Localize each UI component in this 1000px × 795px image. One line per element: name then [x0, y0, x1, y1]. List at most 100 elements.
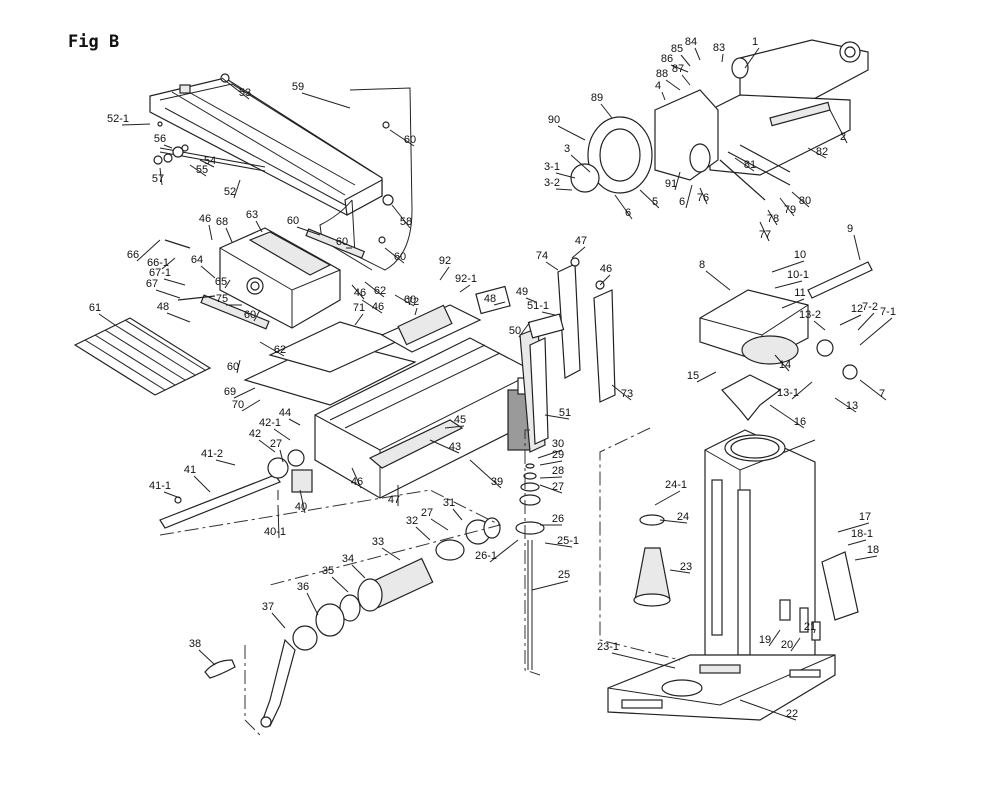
part-callout-label: 72: [407, 296, 419, 308]
leader-line: [381, 547, 401, 561]
part-callout-label: 52: [224, 186, 236, 198]
table-assembly-drawing: [149, 73, 394, 216]
leader-line: [161, 257, 176, 270]
part-callout-label: 91: [665, 178, 677, 190]
leader-line: [611, 652, 676, 669]
leader-line: [791, 381, 813, 400]
part-callout-label: 66: [127, 249, 139, 261]
leader-line: [384, 247, 405, 264]
part-callout-label: 48: [484, 293, 496, 305]
part-callout-label: 62: [274, 344, 286, 356]
leader-line: [570, 154, 591, 173]
elevating-screw-drawing: [515, 463, 545, 670]
leader-line: [769, 404, 805, 429]
leader-line: [189, 164, 207, 177]
leader-line: [857, 312, 875, 331]
part-callout-label: 54: [204, 155, 216, 167]
part-callout-label: 18-1: [851, 528, 873, 540]
assembly-centerlines: [159, 427, 681, 736]
part-callout-label: 60: [244, 309, 256, 321]
part-callout-label: 80: [799, 195, 811, 207]
part-callout-label: 27: [270, 438, 282, 450]
leader-line: [166, 312, 191, 323]
leader-line: [288, 418, 301, 426]
part-callout-label: 33: [372, 536, 384, 548]
leader-line: [781, 298, 805, 309]
leader-line: [296, 226, 321, 236]
leader-line: [258, 439, 276, 453]
part-callout-label: 40-1: [264, 526, 286, 538]
leader-line: [614, 194, 633, 220]
leader-line: [771, 260, 805, 273]
part-callout-label: 37: [262, 601, 274, 613]
part-callout-label: 88: [656, 68, 668, 80]
leader-line: [255, 220, 263, 233]
part-callout-label: 56: [154, 133, 166, 145]
leader-line: [253, 309, 261, 322]
gib-strips-drawing: [475, 257, 616, 453]
leader-line: [277, 504, 280, 539]
leader-line: [696, 371, 717, 383]
leader-line: [571, 246, 586, 259]
part-callout-label: 69: [224, 386, 236, 398]
part-callout-label: 7-2: [862, 301, 878, 313]
leader-line: [391, 204, 411, 229]
part-callout-label: 48: [157, 301, 169, 313]
part-callout-label: 6: [679, 196, 685, 208]
part-callout-label: 42: [249, 428, 261, 440]
leader-line: [791, 191, 810, 208]
leader-line: [829, 109, 848, 144]
leader-lines: [98, 47, 893, 721]
leader-line: [790, 637, 801, 652]
part-callout-label: 28: [552, 465, 564, 477]
part-callout-label: 13-2: [799, 309, 821, 321]
part-callout-label: 3-2: [544, 177, 560, 189]
part-callout-label: 52-1: [107, 113, 129, 125]
part-callout-label: 41: [184, 464, 196, 476]
part-callout-label: 46: [351, 476, 363, 488]
part-callout-label: 38: [189, 638, 201, 650]
part-callout-label: 25-1: [557, 535, 579, 547]
leader-line: [670, 64, 689, 73]
part-callout-label: 47: [575, 235, 587, 247]
leader-line: [193, 475, 211, 493]
leader-line: [279, 449, 284, 463]
part-callout-label: 16: [794, 416, 806, 428]
part-callout-label: 7: [879, 388, 885, 400]
leader-line: [241, 399, 261, 412]
guard-panel-drawing: [319, 87, 413, 271]
part-callout-label: 3-1: [544, 161, 560, 173]
leader-line: [768, 629, 781, 647]
part-callout-label: 8: [699, 259, 705, 271]
part-callout-label: 13: [846, 400, 858, 412]
leader-line: [669, 569, 691, 574]
part-callout-label: 11: [794, 287, 805, 299]
part-callout-label: 2: [840, 131, 846, 143]
leader-line: [854, 555, 878, 561]
part-callout-label: 45: [454, 414, 466, 426]
part-callout-label: 84: [685, 36, 697, 48]
leader-line: [859, 317, 893, 346]
part-callout-label: 7-1: [880, 306, 896, 318]
part-callout-labels: 1233-13-2456677-17-2891010-111121313-113…: [89, 36, 896, 720]
leader-line: [537, 449, 563, 459]
part-callout-label: 43: [449, 441, 461, 453]
leader-line: [351, 564, 366, 579]
part-callout-label: 90: [548, 114, 560, 126]
leader-line: [215, 459, 236, 466]
part-callout-label: 51-1: [527, 300, 549, 312]
part-callout-label: 32: [406, 515, 418, 527]
leader-line: [774, 280, 803, 289]
leader-line: [539, 460, 563, 466]
leader-line: [98, 313, 116, 326]
figure-title: Fig B: [68, 32, 120, 52]
leader-line: [394, 294, 415, 307]
leader-line: [654, 490, 681, 506]
leader-line: [364, 281, 385, 298]
cover-plates-drawing: [243, 304, 482, 406]
leader-line: [351, 284, 365, 300]
part-callout-label: 31: [443, 497, 455, 509]
part-callout-label: 46: [199, 213, 211, 225]
leader-line: [744, 47, 760, 69]
